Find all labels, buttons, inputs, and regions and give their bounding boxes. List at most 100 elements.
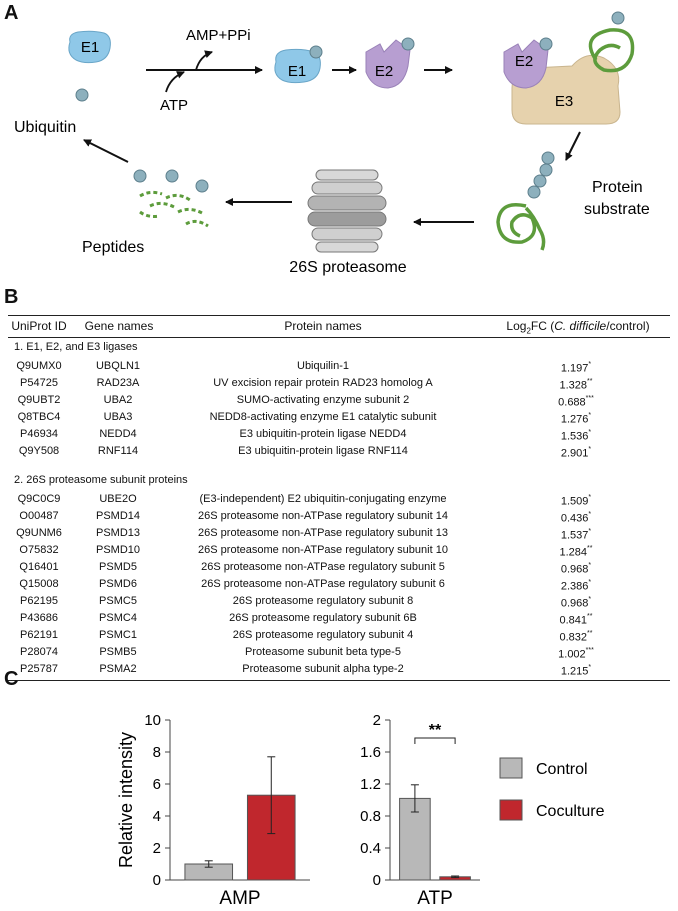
y-tick-label: 2: [373, 712, 381, 729]
cell-protein: 26S proteasome regulatory subunit 6B: [229, 612, 417, 624]
ubiquitin-ball: [401, 37, 415, 51]
cell-log2fc: 1.276*: [560, 412, 592, 426]
cell-protein: 26S proteasome non-ATPase regulatory sub…: [198, 527, 448, 539]
ubiquitin-ball: [195, 179, 209, 193]
cell-uniprot-id: Q16401: [19, 561, 59, 573]
header-gene-names: Gene names: [84, 319, 154, 333]
cell-uniprot-id: P43686: [20, 612, 58, 624]
substrate-label: substrate: [584, 201, 650, 218]
y-tick-label: 4: [153, 808, 161, 825]
cell-gene: PSMD10: [95, 544, 141, 556]
cell-log2fc: 0.436*: [560, 511, 592, 525]
cell-log2fc: 0.841**: [559, 613, 593, 627]
e1-enzyme-charged: E1: [274, 45, 323, 84]
significance-label: **: [429, 722, 442, 739]
cell-gene: PSMD13: [95, 527, 141, 539]
cell-protein: NEDD8-activating enzyme E1 catalytic sub…: [209, 411, 437, 423]
substrate-coil: [588, 28, 635, 73]
e2-label: E2: [515, 53, 533, 70]
y-tick-label: 8: [153, 744, 161, 761]
cell-protein: UV excision repair protein RAD23 homolog…: [213, 377, 433, 389]
legend-label: Coculture: [536, 803, 605, 820]
cell-uniprot-id: Q9UNM6: [16, 527, 62, 539]
cell-protein: 26S proteasome non-ATPase regulatory sub…: [201, 561, 445, 573]
cell-protein: 26S proteasome non-ATPase regulatory sub…: [201, 578, 445, 590]
cell-gene: PSMC1: [99, 629, 137, 641]
cell-uniprot-id: O75832: [19, 544, 59, 556]
cell-log2fc: 1.536*: [560, 429, 592, 443]
legend-swatch-coculture: [499, 799, 523, 821]
e1-label: E1: [81, 39, 99, 56]
peptides-label: Peptides: [82, 239, 144, 256]
y-tick-label: 1.2: [360, 776, 381, 793]
cell-log2fc: 1.328**: [559, 378, 593, 392]
cell-gene: PSMC4: [99, 612, 137, 624]
cell-gene: UBE2O: [99, 493, 137, 505]
cell-log2fc: 1.509*: [560, 494, 592, 508]
cell-protein: E3 ubiquitin-protein ligase NEDD4: [239, 428, 407, 440]
y-tick-label: 0.4: [360, 840, 381, 857]
e1-label: E1: [288, 63, 306, 80]
cell-gene: PSMD14: [95, 510, 141, 522]
cell-gene: PSMB5: [99, 646, 137, 658]
e2-label: E2: [375, 63, 393, 80]
cell-protein: E3 ubiquitin-protein ligase RNF114: [238, 445, 408, 457]
table-row: P43686 PSMC4 26S proteasome regulatory sub…: [8, 610, 670, 627]
header-uniprot-id: UniProt ID: [11, 319, 67, 333]
y-tick-label: 0: [373, 872, 381, 889]
cell-uniprot-id: P62195: [20, 595, 58, 607]
atp-input-arrow: [165, 71, 185, 93]
table-header: UniProt ID Gene names Protein names Log2…: [8, 318, 670, 335]
cell-log2fc: 0.688***: [558, 395, 594, 409]
polyubiquitination-arrow: [565, 131, 581, 161]
e3-complex: E2 E3: [503, 11, 635, 125]
amp-ppi-label: AMP+PPi: [186, 27, 251, 44]
proteasome-label: 26S proteasome: [289, 259, 407, 276]
cell-gene: PSMD6: [99, 578, 137, 590]
cell-gene: PSMC5: [99, 595, 137, 607]
e3-label: E3: [555, 93, 573, 110]
cell-log2fc: 1.284**: [559, 545, 593, 559]
peptide-fragments: [139, 190, 209, 228]
ubiquitin-label: Ubiquitin: [14, 119, 76, 136]
section-title: 1. E1, E2, and E3 ligases: [14, 341, 138, 353]
cell-uniprot-id: P62191: [20, 629, 58, 641]
proteasome-26s: [307, 169, 387, 253]
e1-enzyme-free: E1: [68, 30, 111, 64]
ubiquitin-pathway-diagram: E1 Ubiquitin AMP+PPi ATP E1 E2 E2 E3: [14, 11, 650, 276]
x-axis-label: AMP: [219, 888, 260, 909]
cell-log2fc: 1.215*: [560, 664, 592, 678]
cell-gene: RNF114: [97, 445, 139, 457]
panel-label-a: A: [4, 2, 19, 24]
cell-protein: (E3-independent) E2 ubiquitin-conjugatin…: [199, 493, 447, 505]
y-tick-label: 10: [144, 712, 161, 729]
y-tick-label: 1.6: [360, 744, 381, 761]
cell-uniprot-id: P25787: [20, 663, 58, 675]
polyubiquitinated-substrate: [496, 151, 555, 251]
legend-label: Control: [536, 761, 588, 778]
cell-protein: 26S proteasome regulatory subunit 8: [232, 595, 414, 607]
cell-uniprot-id: O00487: [19, 510, 59, 522]
cell-log2fc: 2.386*: [560, 579, 592, 593]
cell-uniprot-id: P46934: [20, 428, 58, 440]
cell-gene: PSMD5: [99, 561, 137, 573]
cell-gene: UBQLN1: [95, 360, 141, 372]
cell-protein: SUMO-activating enzyme subunit 2: [236, 394, 410, 406]
protein-label: Protein: [592, 179, 643, 196]
table-row: Q9UNM6 PSMD13 26S proteasome non-ATPase re…: [8, 525, 670, 542]
ubiquitin-ball: [165, 169, 179, 183]
x-axis-label: ATP: [417, 888, 453, 909]
cell-gene: PSMA2: [99, 663, 137, 675]
cell-uniprot-id: P28074: [20, 646, 58, 658]
cell-log2fc: 0.968*: [560, 562, 592, 576]
y-axis-label: Relative intensity: [116, 732, 136, 868]
